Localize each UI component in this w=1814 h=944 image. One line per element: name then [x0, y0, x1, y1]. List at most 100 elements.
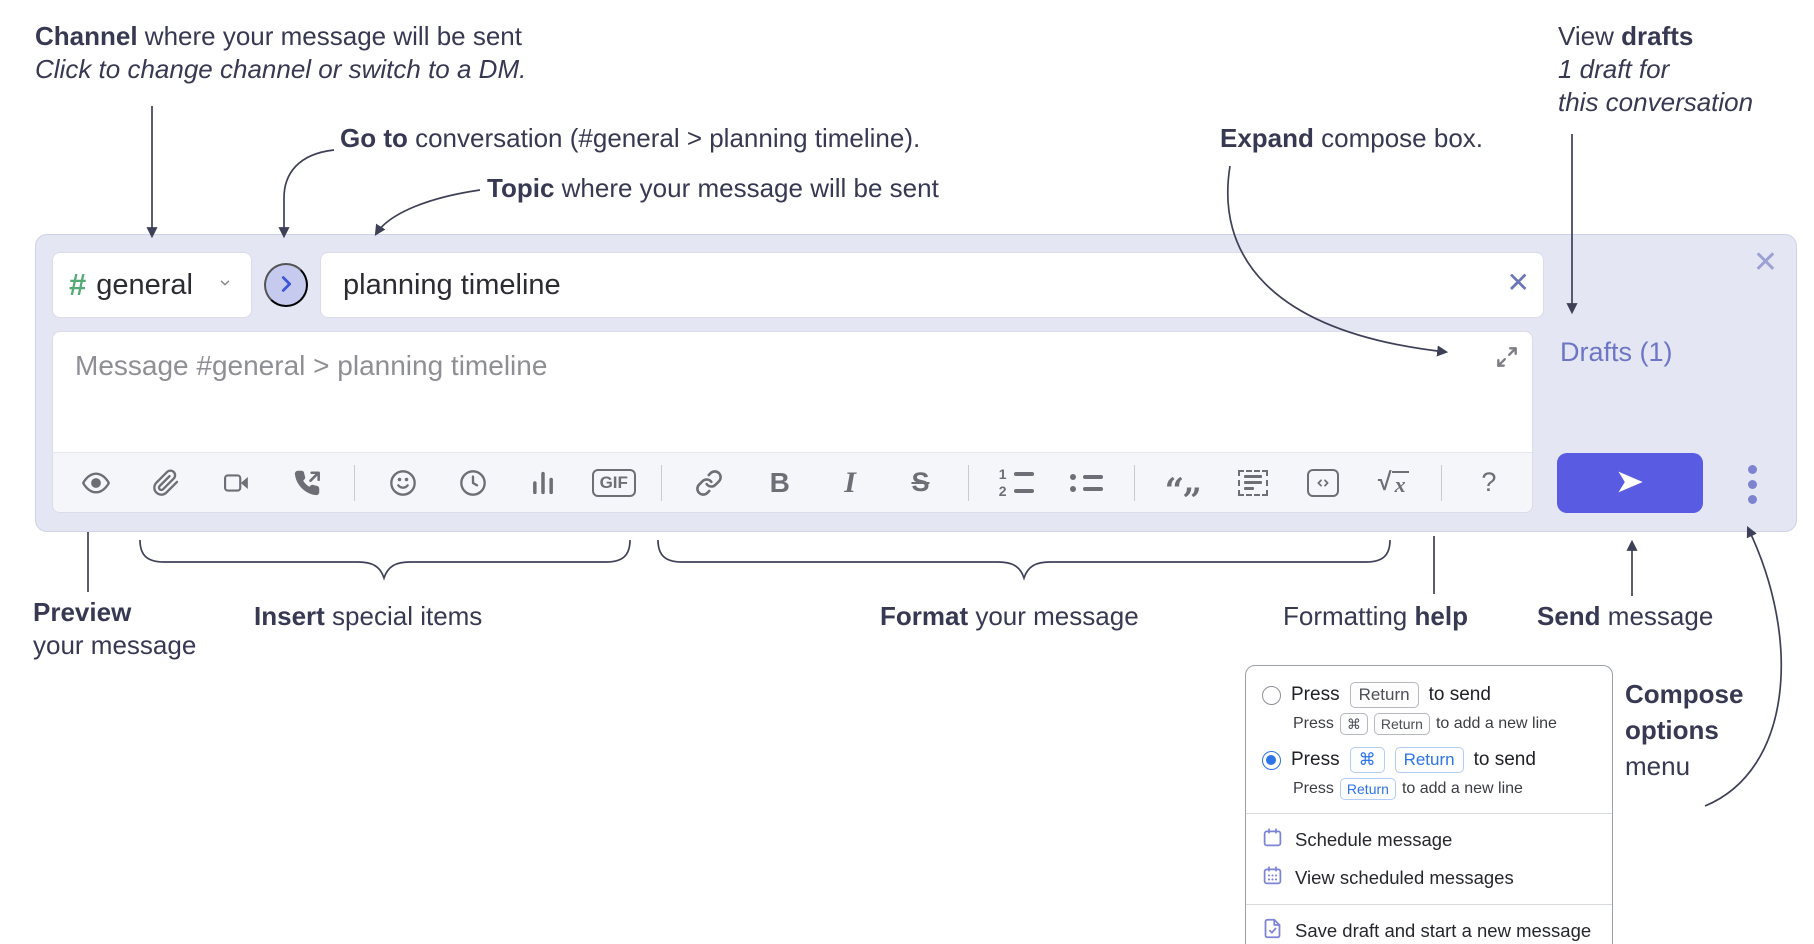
annotation-channel-sub: Click to change channel or switch to a D…: [35, 54, 527, 84]
spoiler-icon[interactable]: [1230, 460, 1276, 506]
numbered-list-icon[interactable]: 1 2: [993, 460, 1039, 506]
expand-diagonal-icon: [1494, 347, 1520, 373]
schedule-time-icon[interactable]: [450, 460, 496, 506]
close-compose-button[interactable]: ✕: [1752, 246, 1778, 279]
toolbar-separator: [1133, 464, 1135, 501]
kbd-return: Return: [1339, 778, 1396, 800]
menu-divider: [1246, 813, 1612, 814]
channel-hash-icon: #: [69, 267, 87, 302]
annotation-expand: Expand compose box.: [1220, 122, 1483, 155]
chevron-down-icon: [215, 276, 235, 295]
annotation-expand-rest: compose box.: [1313, 123, 1484, 153]
kbd-cmd: ⌘: [1339, 713, 1368, 735]
annotation-format: Format your message: [880, 600, 1139, 633]
annotation-help-pre: Formatting: [1283, 601, 1415, 631]
draft-file-check-icon: [1262, 918, 1283, 944]
formatting-help-icon[interactable]: ?: [1466, 460, 1512, 506]
annotation-topic: Topic where your message will be sent: [487, 172, 939, 205]
video-call-icon[interactable]: [214, 460, 260, 506]
voice-call-icon[interactable]: [284, 460, 330, 506]
annotation-channel: Channel where your message will be sent …: [35, 20, 526, 86]
quote-icon[interactable]: “”: [1159, 460, 1205, 518]
toolbar-separator: [1440, 464, 1442, 501]
math-icon[interactable]: √x: [1370, 460, 1416, 506]
menu-divider: [1246, 904, 1612, 905]
attach-paperclip-icon[interactable]: [143, 460, 189, 506]
annotation-drafts-pre: View: [1558, 21, 1622, 51]
annotation-send: Send message: [1537, 600, 1713, 633]
kebab-dot: [1747, 494, 1757, 504]
emoji-icon[interactable]: [380, 460, 426, 506]
goto-conversation-button[interactable]: [264, 263, 308, 307]
annotation-topic-rest: where your message will be sent: [554, 173, 939, 203]
gif-icon[interactable]: GIF: [591, 460, 637, 506]
compose-options-kebab-button[interactable]: [1732, 459, 1772, 509]
annotation-send-rest: message: [1600, 601, 1714, 631]
compose-box: ✕ # general ✕: [35, 234, 1797, 532]
expand-compose-button[interactable]: [1494, 344, 1520, 373]
connector-goto: [278, 149, 335, 239]
toolbar-separator: [354, 464, 356, 501]
menu-item-view-scheduled[interactable]: View scheduled messages: [1246, 859, 1612, 897]
kbd-return: Return: [1349, 682, 1419, 708]
annotation-help: Formatting help: [1283, 600, 1468, 633]
annotation-help-bold: help: [1414, 601, 1468, 631]
annotation-channel-bold: Channel: [35, 21, 138, 51]
radio-unselected[interactable]: [1262, 685, 1281, 705]
poll-icon[interactable]: [520, 460, 566, 506]
italic-icon[interactable]: I: [827, 460, 873, 506]
radio-selected[interactable]: [1262, 750, 1281, 770]
code-icon[interactable]: [1300, 460, 1346, 506]
toolbar-separator: [967, 464, 969, 501]
annotation-format-bold: Format: [880, 601, 969, 631]
menu-item-save-draft[interactable]: Save draft and start a new message: [1246, 912, 1612, 944]
annotation-compose-options-line3: menu: [1625, 751, 1691, 781]
recipient-row: # general ✕: [52, 252, 1544, 318]
annotation-compose-options-line1: Compose: [1625, 679, 1744, 709]
send-shortcut-option-cmd-return[interactable]: Press ⌘ Return to send Press Return to a…: [1246, 741, 1612, 806]
annotation-drafts-bold: drafts: [1621, 21, 1694, 51]
compose-toolbar: GIF B I S 1 2: [53, 452, 1532, 518]
annotation-goto: Go to conversation (#general > planning …: [340, 122, 920, 155]
calendar-grid-icon: [1262, 865, 1283, 891]
topic-input[interactable]: [320, 252, 1544, 318]
annotation-compose-options: Compose options menu: [1625, 676, 1743, 784]
bulleted-list-icon[interactable]: [1064, 460, 1110, 506]
annotation-topic-bold: Topic: [487, 173, 555, 203]
annotation-insert: Insert special items: [254, 600, 482, 633]
annotation-expand-bold: Expand: [1220, 123, 1314, 153]
toolbar-separator: [661, 464, 663, 501]
drafts-link[interactable]: Drafts (1): [1560, 337, 1673, 367]
clear-topic-button[interactable]: ✕: [1506, 267, 1530, 298]
link-icon[interactable]: [686, 460, 732, 506]
send-button[interactable]: [1557, 453, 1703, 513]
chevron-right-icon: [275, 273, 297, 298]
annotation-drafts-line3: this conversation: [1558, 87, 1754, 117]
annotation-format-rest: your message: [968, 601, 1139, 631]
annotation-compose-options-line2: options: [1625, 715, 1719, 745]
send-plane-icon: [1613, 467, 1647, 500]
annotation-drafts: View drafts 1 draft for this conversatio…: [1558, 20, 1753, 119]
menu-item-schedule-message[interactable]: Schedule message: [1246, 821, 1612, 859]
kbd-cmd: ⌘: [1349, 747, 1385, 773]
compose-options-menu: Press Return to send Press ⌘ Return to a…: [1245, 665, 1613, 944]
annotation-goto-rest: conversation (#general > planning timeli…: [407, 123, 921, 153]
kebab-dot: [1747, 479, 1757, 489]
connector-topic: [374, 189, 481, 236]
preview-eye-icon[interactable]: [73, 460, 119, 506]
channel-selector[interactable]: # general: [52, 252, 252, 318]
bold-icon[interactable]: B: [757, 460, 803, 506]
brace-format: [657, 539, 1391, 581]
annotation-send-bold: Send: [1537, 601, 1601, 631]
kebab-dot: [1747, 464, 1757, 474]
strikethrough-icon[interactable]: S: [897, 460, 943, 506]
message-box: GIF B I S 1 2: [52, 331, 1533, 518]
calendar-icon: [1262, 827, 1283, 853]
annotation-insert-rest: special items: [324, 601, 483, 631]
message-input[interactable]: [53, 332, 1532, 450]
annotation-insert-bold: Insert: [254, 601, 325, 631]
send-shortcut-option-return[interactable]: Press Return to send Press ⌘ Return to a…: [1246, 676, 1612, 741]
brace-insert: [139, 539, 631, 581]
annotation-channel-rest: where your message will be sent: [137, 21, 522, 51]
